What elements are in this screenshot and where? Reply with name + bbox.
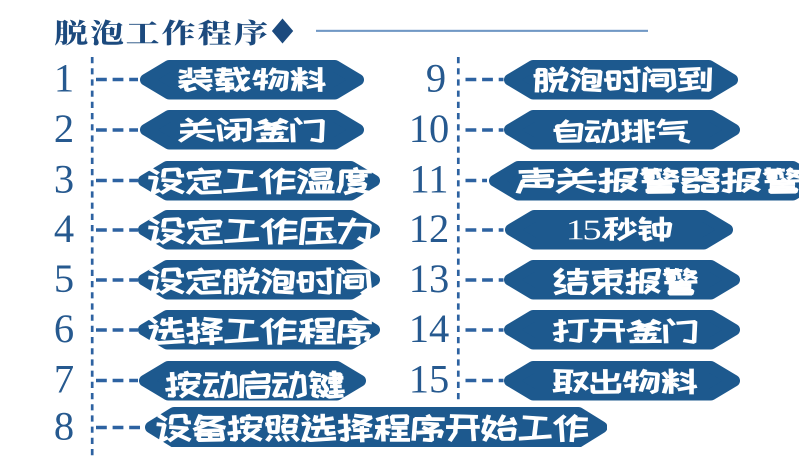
svg-text:14: 14 (409, 306, 450, 351)
svg-text:7: 7 (54, 357, 74, 402)
svg-text:9: 9 (426, 56, 446, 101)
svg-text:4: 4 (54, 206, 74, 251)
svg-text:6: 6 (54, 306, 74, 351)
svg-text:3: 3 (54, 157, 74, 202)
svg-text:2: 2 (54, 106, 74, 151)
svg-text:15: 15 (409, 357, 450, 402)
svg-text:13: 13 (409, 256, 450, 301)
svg-text:10: 10 (409, 106, 450, 151)
svg-text:5: 5 (54, 256, 74, 301)
svg-text:12: 12 (409, 206, 450, 251)
svg-text:8: 8 (54, 404, 74, 449)
svg-text:1: 1 (54, 56, 74, 101)
svg-text:11: 11 (410, 157, 449, 202)
